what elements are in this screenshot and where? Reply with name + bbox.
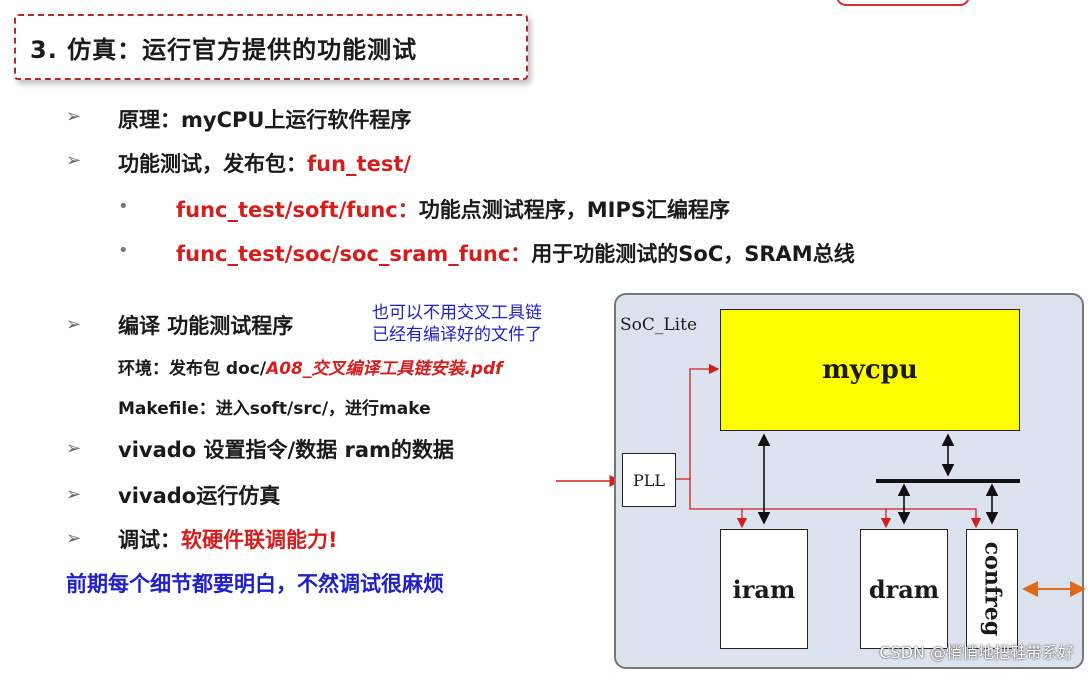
clock-to-mycpu [689, 363, 720, 479]
bullet-vivado-ram: vivado 设置指令/数据 ram的数据 [118, 438, 454, 462]
sub-bullet-soft-func: func_test/soft/func：功能点测试程序，MIPS汇编程序 [176, 194, 730, 224]
iram-block: iram [720, 529, 808, 649]
bullet-arrow-icon: ➢ [66, 150, 82, 171]
confreg-block: confreg [966, 529, 1018, 649]
iram-label: iram [732, 574, 796, 604]
page-title: 3. 仿真：运行官方提供的功能测试 [30, 36, 418, 64]
bullet-func-test: 功能测试，发布包：fun_test/ [118, 148, 411, 178]
bullet-arrow-icon: ➢ [66, 438, 82, 459]
blue-annotation: 也可以不用交叉工具链 已经有编译好的文件了 [372, 302, 542, 346]
watermark: CSDN @悄悄地把鞋带系好 [879, 643, 1074, 662]
sub-bullet-soc-sram-text: 用于功能测试的SoC，SRAM总线 [531, 242, 855, 266]
clock-to-confreg [886, 508, 982, 529]
blue-annotation-line: 也可以不用交叉工具链 [372, 303, 542, 323]
bullet-debug-text: 调试： [118, 528, 181, 552]
clock-to-iram [689, 479, 748, 529]
mycpu-block: mycpu [720, 309, 1020, 431]
sub-bullet-soft-func-text: 功能点测试程序，MIPS汇编程序 [418, 198, 730, 222]
sub-bullet-dot-icon: • [118, 240, 129, 261]
bullet-arrow-icon: ➢ [66, 106, 82, 127]
compile-env: 环境：发布包 doc/A08_交叉编译工具链安装.pdf [118, 354, 503, 379]
soc-lite-label: SoC_Lite [620, 315, 698, 335]
bullet-vivado-sim: vivado运行仿真 [118, 484, 281, 508]
bullet-func-test-text: 功能测试，发布包： [118, 152, 307, 176]
soc-diagram: SoC_Lite mycpu PLL iram dram confreg [614, 293, 1086, 669]
compile-makefile: Makefile：进入soft/src/，进行make [118, 399, 431, 419]
sub-bullet-dot-icon: • [118, 196, 129, 217]
pll-block: PLL [622, 453, 676, 507]
blue-annotation-line: 已经有编译好的文件了 [372, 325, 542, 345]
bullet-debug-red: 软硬件联调能力! [181, 528, 338, 552]
bullet-arrow-icon: ➢ [66, 484, 82, 505]
mycpu-label: mycpu [822, 355, 918, 385]
dram-block: dram [860, 529, 948, 649]
bullet-debug: 调试：软硬件联调能力! [118, 524, 338, 554]
bullet-arrow-icon: ➢ [66, 528, 82, 549]
bullet-func-test-path: fun_test/ [307, 152, 412, 176]
compile-env-doc: A08_交叉编译工具链安装.pdf [266, 359, 503, 379]
bottom-note: 前期每个细节都要明白，不然调试很麻烦 [66, 572, 444, 596]
pll-label: PLL [632, 470, 665, 490]
bullet-principle: 原理：myCPU上运行软件程序 [118, 104, 411, 134]
dram-label: dram [868, 574, 940, 604]
title-box: 3. 仿真：运行官方提供的功能测试 [14, 14, 528, 80]
sub-bullet-soc-sram-path: func_test/soc/soc_sram_func： [176, 242, 532, 266]
bullet-principle-text: 原理：myCPU上运行软件程序 [118, 108, 412, 132]
compile-env-text: 环境：发布包 doc/ [118, 359, 267, 379]
bullet-arrow-icon: ➢ [66, 314, 82, 335]
diagram-connections [676, 363, 1086, 597]
compile-heading: 编译 功能测试程序 [118, 314, 294, 338]
sub-bullet-soft-func-path: func_test/soft/func： [176, 198, 419, 222]
sub-bullet-soc-sram: func_test/soc/soc_sram_func：用于功能测试的SoC，S… [176, 238, 855, 268]
